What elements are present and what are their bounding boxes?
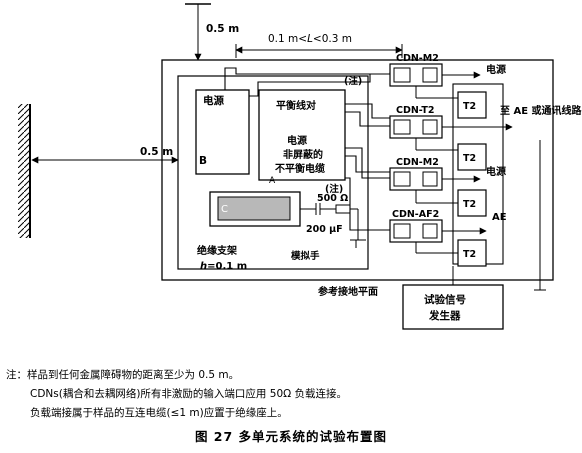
cdn-t2-connections: [415, 86, 458, 254]
cdn-label-4: CDN-AF2: [392, 209, 439, 220]
dim-top-label: 0.5 m: [206, 23, 239, 35]
signal-generator: [402, 284, 504, 330]
t2-box-3: [457, 189, 487, 217]
cdn-label-2: CDN-T2: [396, 105, 434, 116]
dim-cable-length: [235, 44, 403, 58]
cdn-t2: [389, 115, 443, 139]
support-label: 绝缘支架: [197, 244, 237, 257]
cdn-label-3: CDN-M2: [396, 157, 439, 168]
metal-wall-left: [18, 104, 31, 238]
dim-left-label: 0.5 m: [140, 146, 173, 158]
t2-box-2: [457, 143, 487, 171]
t2-label-4: T2: [463, 249, 476, 260]
label-a: A: [269, 176, 276, 186]
ground-plane-label: 参考接地平面: [318, 285, 378, 298]
dim-top-wall: [185, 3, 211, 61]
note-line-1: 注：样品到任何金属障碍物的距离至少为 0.5 m。: [6, 369, 240, 381]
box-b-label: B: [199, 155, 207, 167]
note-mark-2: (注): [325, 183, 343, 195]
artificial-hand-pad: [217, 196, 291, 221]
t2-label-1: T2: [463, 101, 476, 112]
t2-label-3: T2: [463, 199, 476, 210]
cdn-m2-top: [389, 63, 443, 87]
t2-box-1: [457, 91, 487, 119]
signal-generator-label-1: 试验信号: [424, 293, 466, 306]
cdn-af2: [389, 219, 443, 243]
ground-connections: [355, 140, 546, 291]
capacitor-label: 200 μF: [306, 224, 343, 235]
artificial-hand-label: 模拟手: [291, 250, 320, 262]
cable-unshielded-label-2: 不平衡电缆: [275, 162, 325, 175]
output-power-top: 电源: [486, 63, 506, 76]
note-line-2: CDNs(耦合和去耦网络)所有非激励的输入端口应用 50Ω 负载连接。: [30, 388, 347, 400]
output-power-mid: 电源: [486, 165, 506, 178]
cable-unshielded-label-1: 非屏蔽的: [283, 148, 323, 161]
cdn-m2-mid: [389, 167, 443, 191]
output-ae: AE: [492, 212, 507, 223]
output-telecom: 至 AE 或通讯线路: [500, 104, 582, 117]
resistor-label: 500 Ω: [317, 193, 348, 204]
figure-caption: 图 27 多单元系统的试验布置图: [194, 429, 388, 444]
note-line-3: 负载端接属于样品的互连电缆(≤1 m)应置于绝缘座上。: [30, 407, 288, 419]
t2-label-2: T2: [463, 153, 476, 164]
output-arrows: [442, 71, 513, 235]
dim-range-label: 0.1 m<L<0.3 m: [268, 33, 352, 45]
ground-plane: [161, 59, 554, 281]
cable-box: [258, 89, 346, 181]
signal-generator-label-2: 发生器: [428, 309, 461, 322]
cable-power-label: 电源: [287, 134, 307, 147]
support-height-label: h=0.1 m: [200, 261, 247, 272]
label-c: C: [221, 204, 228, 215]
note-mark-1: (注): [344, 75, 362, 87]
power-box-label: 电源: [203, 94, 224, 107]
cdn-label-1: CDN-M2: [396, 53, 439, 64]
cable-balanced-label: 平衡线对: [276, 99, 316, 112]
power-box: [195, 89, 250, 175]
